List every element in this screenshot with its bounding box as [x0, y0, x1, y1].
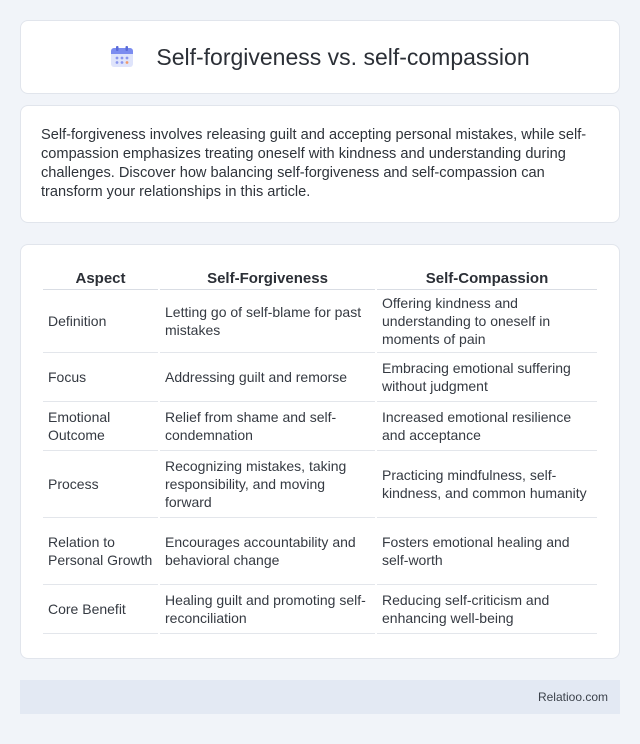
table-row: Definition Letting go of self-blame for …: [43, 290, 597, 353]
cell-self-forgiveness: Relief from shame and self-condemnation: [160, 402, 375, 451]
table-row: Emotional Outcome Relief from shame and …: [43, 402, 597, 451]
table-row: Core Benefit Healing guilt and promoting…: [43, 585, 597, 634]
comparison-table: Aspect Self-Forgiveness Self-Compassion …: [41, 265, 599, 634]
cell-self-forgiveness: Recognizing mistakes, taking responsibil…: [160, 451, 375, 518]
cell-self-forgiveness: Letting go of self-blame for past mistak…: [160, 290, 375, 353]
cell-aspect: Process: [43, 451, 158, 518]
cell-self-compassion: Offering kindness and understanding to o…: [377, 290, 597, 353]
cell-aspect: Focus: [43, 353, 158, 402]
cell-aspect: Relation to Personal Growth: [43, 518, 158, 585]
header-self-compassion: Self-Compassion: [377, 265, 597, 290]
footer-site: Relatioo.com: [537, 690, 608, 704]
page-title: Self-forgiveness vs. self-compassion: [156, 43, 530, 70]
cell-self-compassion: Increased emotional resilience and accep…: [377, 402, 597, 451]
table-header-row: Aspect Self-Forgiveness Self-Compassion: [43, 265, 597, 290]
title-card: Self-forgiveness vs. self-compassion: [20, 20, 620, 94]
header-aspect: Aspect: [43, 265, 158, 290]
intro-paragraph: Self-forgiveness involves releasing guil…: [41, 127, 587, 200]
table-row: Relation to Personal Growth Encourages a…: [43, 518, 597, 585]
cell-self-compassion: Embracing emotional suffering without ju…: [377, 353, 597, 402]
cell-self-forgiveness: Addressing guilt and remorse: [160, 353, 375, 402]
header-self-forgiveness: Self-Forgiveness: [160, 265, 375, 290]
table-row: Process Recognizing mistakes, taking res…: [43, 451, 597, 518]
intro-card: Self-forgiveness involves releasing guil…: [20, 105, 620, 223]
cell-self-forgiveness: Healing guilt and promoting self-reconci…: [160, 585, 375, 634]
cell-self-compassion: Practicing mindfulness, self-kindness, a…: [377, 451, 597, 518]
cell-aspect: Core Benefit: [43, 585, 158, 634]
comparison-card: Aspect Self-Forgiveness Self-Compassion …: [20, 244, 620, 659]
cell-aspect: Emotional Outcome: [43, 402, 158, 451]
cell-self-forgiveness: Encourages accountability and behavioral…: [160, 518, 375, 585]
cell-aspect: Definition: [43, 290, 158, 353]
footer: Relatioo.com: [20, 680, 620, 714]
table-row: Focus Addressing guilt and remorse Embra…: [43, 353, 597, 402]
cell-self-compassion: Fosters emotional healing and self-worth: [377, 518, 597, 585]
cell-self-compassion: Reducing self-criticism and enhancing we…: [377, 585, 597, 634]
calendar-icon: [110, 45, 134, 69]
